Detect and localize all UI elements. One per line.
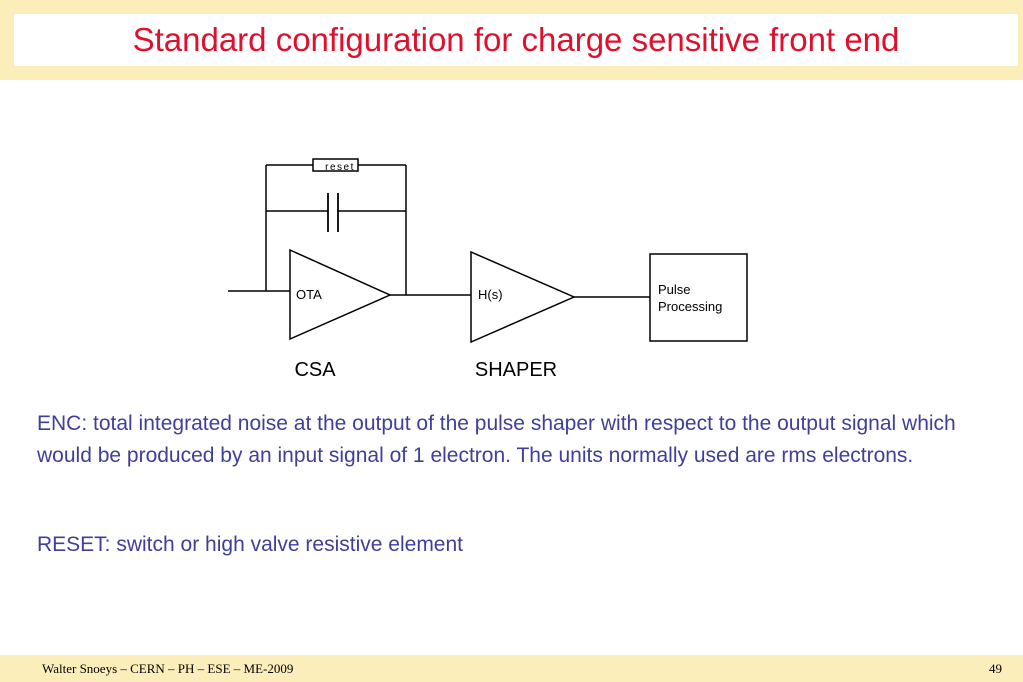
- pulse-label-line1: Pulse: [658, 282, 691, 297]
- slide-title: Standard configuration for charge sensit…: [132, 21, 900, 58]
- title-band: Standard configuration for charge sensit…: [0, 0, 1023, 80]
- shaper-caption: SHAPER: [475, 359, 557, 381]
- title-box: Standard configuration for charge sensit…: [14, 14, 1018, 66]
- ota-label: OTA: [296, 287, 322, 302]
- footer-author: Walter Snoeys – CERN – PH – ESE – ME-200…: [42, 661, 294, 676]
- csa-caption: CSA: [294, 359, 336, 381]
- pulse-label-line2: Processing: [658, 299, 722, 314]
- reset-paragraph: RESET: switch or high valve resistive el…: [37, 533, 463, 556]
- footer-band: Walter Snoeys – CERN – PH – ESE – ME-200…: [0, 655, 1023, 682]
- ota-amplifier: [289, 248, 392, 341]
- shaper-amplifier: [470, 250, 576, 344]
- reset-element: [312, 158, 359, 172]
- pulse-processing-box: [649, 253, 748, 342]
- page-number: 49: [989, 661, 1002, 676]
- front-end-diagram: reset OTA H(s) Pulse Processing CSA SHAP…: [228, 158, 748, 381]
- hs-label: H(s): [478, 287, 503, 302]
- reset-label: reset: [325, 162, 355, 173]
- enc-paragraph: ENC: total integrated noise at the outpu…: [37, 412, 956, 467]
